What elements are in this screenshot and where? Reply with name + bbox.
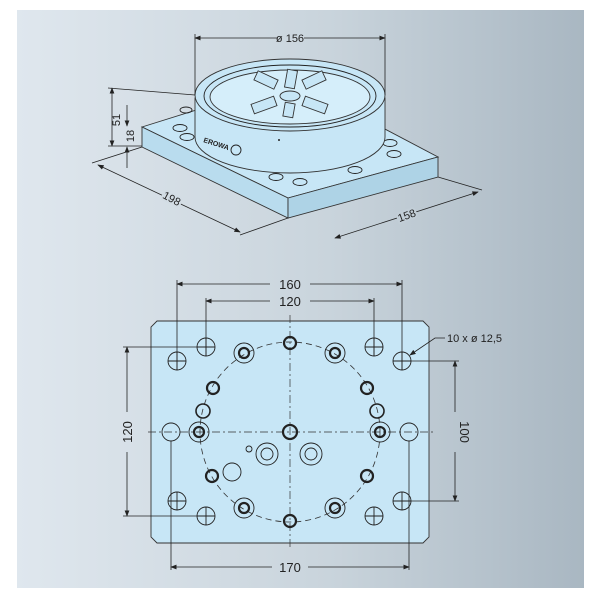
- dim-160: 160: [176, 277, 403, 370]
- dim-120-left: 120: [120, 346, 197, 517]
- dim-51-label: 51: [111, 114, 123, 126]
- iso-view: EROWA ø 156 51 18 198 158: [91, 33, 483, 239]
- logo-icon: [230, 144, 242, 156]
- dim-100-right-label: 100: [457, 421, 472, 443]
- plate-holes: [172, 106, 402, 186]
- dim-120-top-label: 120: [279, 294, 301, 309]
- chuck-jaws: [250, 68, 329, 119]
- dim-heights: 51 18: [107, 87, 196, 168]
- dim-160-label: 160: [279, 277, 301, 292]
- bolt-circle: [199, 341, 381, 523]
- hole-callout: 10 x ø 12,5: [409, 333, 502, 356]
- dim-158-label: 158: [396, 207, 417, 225]
- dim-100-right: 100: [411, 360, 472, 502]
- dim-198-label: 198: [160, 190, 182, 209]
- dim-18-label: 18: [125, 130, 137, 142]
- dim-120-top: 120: [205, 294, 375, 356]
- hole-callout-label: 10 x ø 12,5: [447, 333, 502, 345]
- circle-holes: [188, 335, 391, 529]
- top-view: 160 120 170 120 100 10 x ø 12,5: [120, 277, 502, 575]
- dim-diameter: ø 156: [194, 33, 386, 95]
- dim-diameter-label: ø 156: [276, 33, 304, 45]
- dim-120-left-label: 120: [120, 421, 135, 443]
- dim-170: 170: [170, 441, 410, 575]
- dim-170-label: 170: [279, 560, 301, 575]
